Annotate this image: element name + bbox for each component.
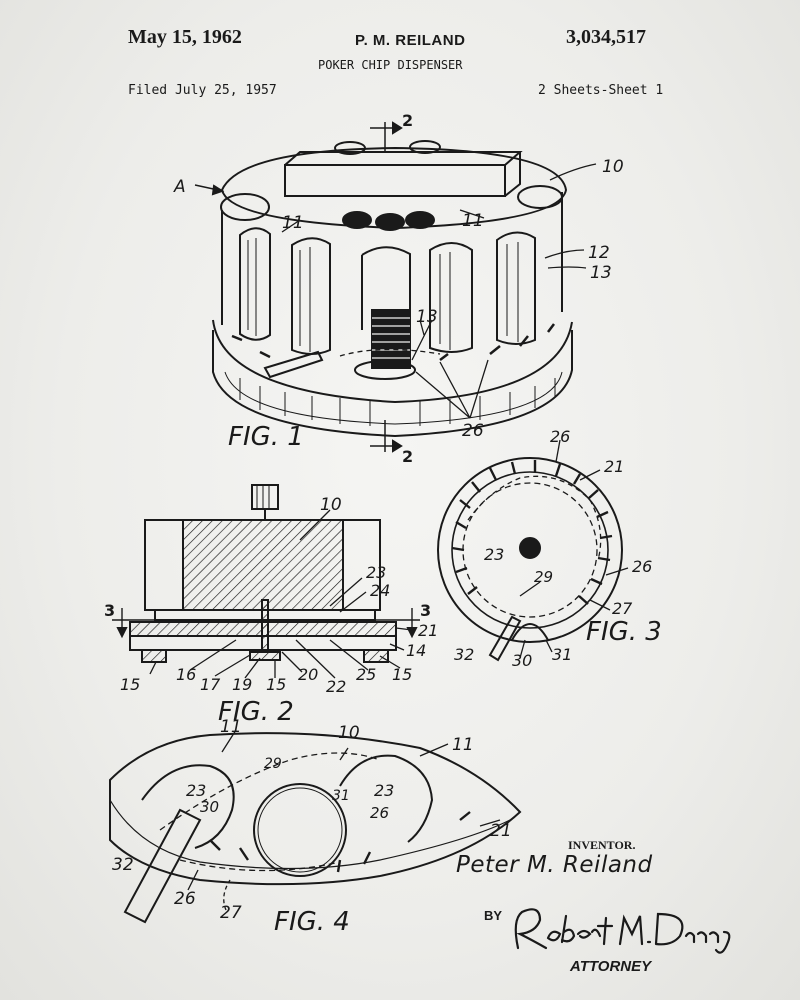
fig2-label-24: 24 [370, 581, 390, 600]
fig3-label-26a: 26 [550, 427, 570, 446]
fig1-label-11b: 11 [462, 211, 484, 231]
fig4-label-29: 29 [264, 756, 282, 772]
fig4-label-21: 21 [490, 821, 512, 841]
fig2-section-right: 3 [420, 601, 431, 620]
fig2-label-15c: 15 [392, 665, 412, 684]
fig2-label-15b: 15 [266, 675, 286, 694]
fig2-label-20: 20 [298, 665, 318, 684]
fig1-label-13b: 13 [416, 307, 438, 327]
fig2-label-14: 14 [406, 641, 426, 660]
fig1-label-11a: 11 [282, 213, 304, 233]
fig4-label-26b: 26 [174, 889, 196, 909]
fig3-label-23: 23 [484, 545, 504, 564]
figure-4 [110, 730, 520, 922]
fig3-label-26b: 26 [632, 557, 652, 576]
by-label: BY [484, 908, 502, 923]
fig1-label-12: 12 [588, 243, 610, 263]
figure-1 [195, 122, 596, 452]
fig4-label-32: 32 [112, 855, 134, 875]
fig4-label-10: 10 [338, 723, 360, 743]
fig1-label-26: 26 [462, 421, 484, 441]
fig3-label-32: 32 [454, 645, 474, 664]
fig3-caption: FIG. 3 [586, 617, 662, 647]
fig4-label-27: 27 [220, 903, 242, 923]
fig1-section-bottom: 2 [402, 447, 413, 466]
fig4-caption: FIG. 4 [274, 907, 350, 937]
fig3-label-29: 29 [534, 568, 553, 586]
inventor-name: Peter M. Reiland [456, 852, 653, 878]
fig2-label-21: 21 [418, 621, 438, 640]
fig1-section-top: 2 [402, 111, 413, 130]
fig4-label-11b: 11 [452, 735, 474, 755]
fig2-label-17: 17 [200, 675, 221, 694]
fig2-label-16: 16 [176, 665, 196, 684]
fig4-label-26a: 26 [370, 804, 389, 822]
fig3-label-30: 30 [512, 651, 532, 670]
attorney-signature [516, 909, 730, 952]
fig3-label-27: 27 [612, 599, 633, 618]
fig4-label-11a: 11 [220, 717, 242, 737]
fig2-label-19: 19 [232, 675, 252, 694]
inventor-label: INVENTOR. [568, 838, 635, 853]
fig2-label-22: 22 [326, 677, 346, 696]
fig2-label-25: 25 [356, 665, 376, 684]
fig1-label-10: 10 [602, 157, 624, 177]
fig2-section-left: 3 [104, 601, 115, 620]
fig1-label-a: A [173, 177, 186, 197]
fig1-caption: FIG. 1 [228, 422, 304, 452]
fig2-label-15a: 15 [120, 675, 140, 694]
fig2-label-23: 23 [366, 563, 386, 582]
fig4-label-30: 30 [200, 798, 219, 816]
attorney-label: ATTORNEY [570, 958, 651, 975]
fig1-label-13a: 13 [590, 263, 612, 283]
fig2-label-10: 10 [320, 495, 342, 515]
fig3-label-31: 31 [552, 645, 572, 664]
fig3-label-21: 21 [604, 457, 624, 476]
fig4-label-23b: 23 [374, 781, 394, 800]
fig4-label-31: 31 [332, 788, 350, 804]
